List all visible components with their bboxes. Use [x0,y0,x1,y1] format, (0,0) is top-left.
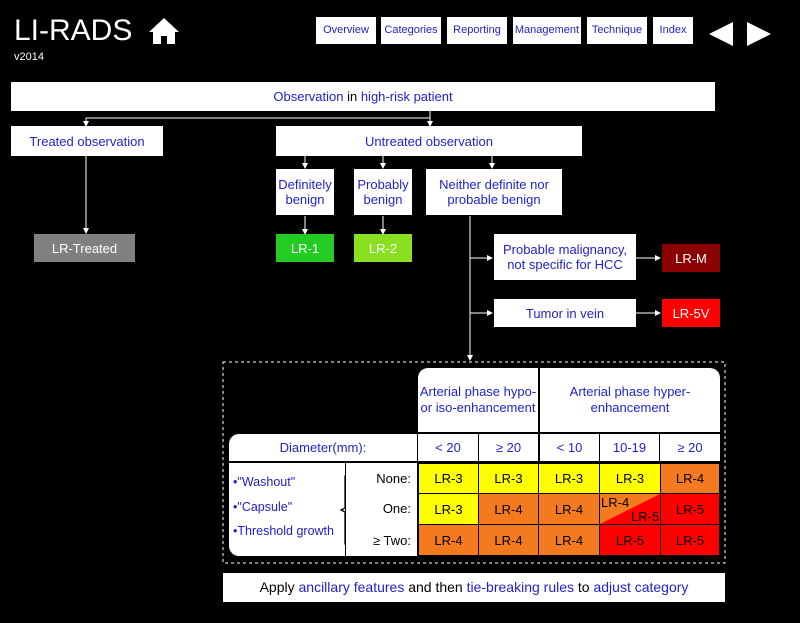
ancillary-features-link[interactable]: ancillary features [298,579,405,595]
feature-washout: •"Washout" [233,475,296,489]
cell-none-hypo-ge20: LR-3 [478,463,539,494]
cell-one-hyper-10-19-split: LR-4 LR-5 [599,493,661,525]
probably-benign-box: Probably benign [354,169,412,215]
neither-benign-box: Neither definite nor probable benign [426,169,562,215]
nav-overview[interactable]: Overview [316,17,376,44]
next-arrow-icon[interactable] [745,20,773,48]
cell-none-hyper-10-19: LR-3 [599,463,661,494]
split-cell-bottom-label: LR-5 [631,509,660,524]
row-label-two-plus: ≥ Two: [373,533,411,548]
version-label: v2014 [14,51,44,63]
cell-two-hypo-lt20: LR-4 [418,524,479,556]
home-icon[interactable] [148,16,180,46]
observation-box: Observation in high-risk patient [11,82,715,111]
nav-technique[interactable]: Technique [587,17,647,44]
footer-text-to: to [574,579,594,595]
cell-two-hypo-ge20: LR-4 [478,524,539,556]
diameter-col-3: < 10 [540,434,599,461]
probable-malignancy-box: Probable malignancy, not specific for HC… [494,234,636,280]
lr-treated-category: LR-Treated [34,234,135,262]
row-labels-box: None: One: ≥ Two: [346,463,417,556]
cell-one-hyper-lt10: LR-4 [538,493,600,525]
cell-one-hypo-lt20: LR-3 [418,493,479,525]
treated-observation-box: Treated observation [11,126,163,156]
diameter-label: Diameter(mm): [229,434,417,461]
lr-m-category: LR-M [662,244,720,272]
hyper-enhancement-header: Arterial phase hyper-enhancement [540,368,720,432]
previous-arrow-icon[interactable] [707,20,735,48]
tumor-in-vein-box: Tumor in vein [494,299,636,327]
adjust-category-link[interactable]: adjust category [593,579,689,595]
cell-two-hyper-10-19: LR-5 [599,524,661,556]
diameter-col-5: ≥ 20 [660,434,720,461]
observation-label: Observation [273,89,344,104]
lr-2-category: LR-2 [354,234,412,262]
definitely-benign-box: Definitely benign [276,169,334,215]
footer-text-apply: Apply [259,579,299,595]
nav-management[interactable]: Management [513,17,581,44]
row-label-none: None: [376,471,411,486]
cell-none-hyper-ge20: LR-4 [660,463,720,494]
brace-icon [339,475,350,545]
lr-1-category: LR-1 [276,234,334,262]
nav-reporting[interactable]: Reporting [447,17,507,44]
hypo-enhancement-header: Arterial phase hypo- or iso-enhancement [418,368,538,432]
diameter-col-2: ≥ 20 [479,434,538,461]
cell-two-hyper-lt10: LR-4 [538,524,600,556]
observation-connector: in [343,89,361,104]
cell-none-hypo-lt20: LR-3 [418,463,479,494]
split-cell-top-label: LR-4 [601,495,630,510]
feature-threshold-growth: •Threshold growth [233,524,334,538]
footer-text-then: and then [404,579,467,595]
untreated-observation-box: Untreated observation [276,126,582,156]
lr-5v-category: LR-5V [662,299,720,327]
feature-capsule: •"Capsule" [233,500,293,514]
high-risk-label: high-risk patient [360,89,453,104]
row-label-one: One: [382,501,411,516]
cell-one-hypo-ge20: LR-4 [478,493,539,525]
ancillary-features-banner: Apply ancillary features and then tie-br… [223,573,725,602]
nav-categories[interactable]: Categories [381,17,441,44]
features-box: •"Washout" •"Capsule" •Threshold growth [229,463,345,556]
cell-none-hyper-lt10: LR-3 [538,463,600,494]
app-title: LI-RADS [14,14,133,47]
diameter-col-1: < 20 [418,434,478,461]
diameter-col-4: 10-19 [600,434,659,461]
cell-two-hyper-ge20: LR-5 [660,524,720,556]
tie-breaking-rules-link[interactable]: tie-breaking rules [466,579,574,595]
nav-index[interactable]: Index [653,17,693,44]
cell-one-hyper-ge20: LR-5 [660,493,720,525]
